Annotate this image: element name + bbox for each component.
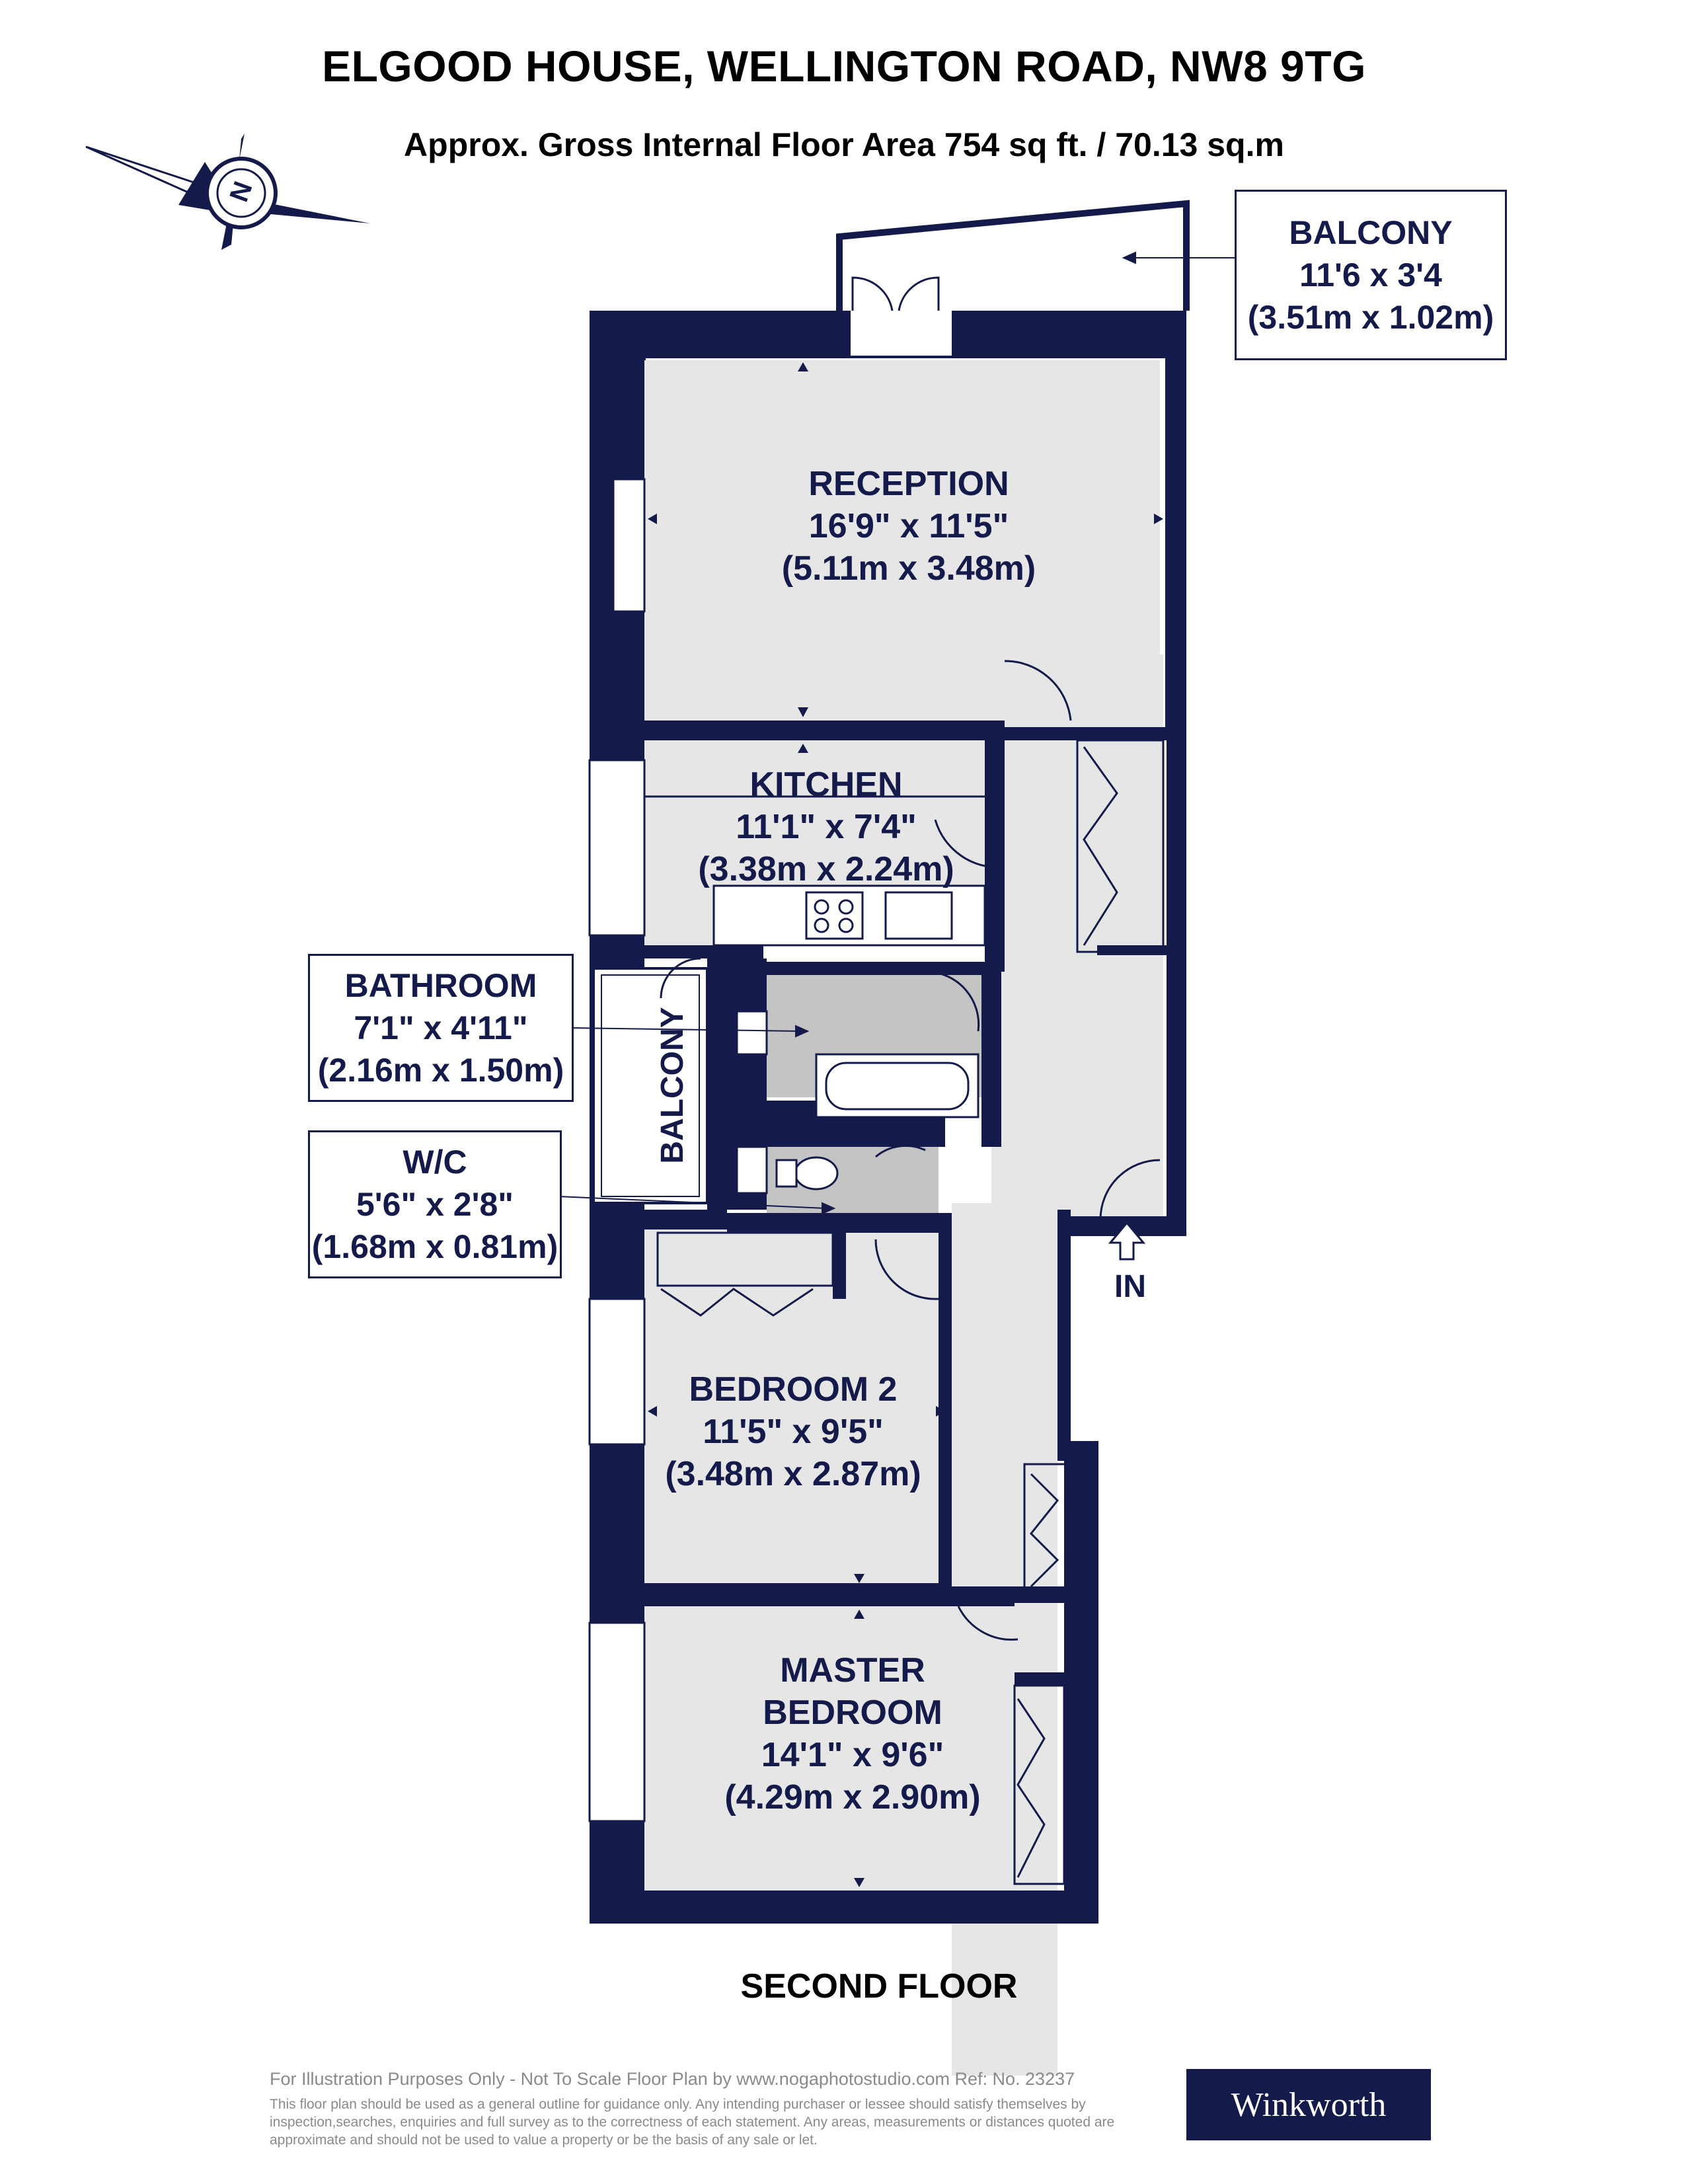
bathroom-metric: (2.16m x 1.50m)	[317, 1052, 564, 1089]
page-title: ELGOOD HOUSE, WELLINGTON ROAD, NW8 9TG	[322, 42, 1366, 91]
footer-credit: For Illustration Purposes Only - Not To …	[270, 2069, 1075, 2089]
side-balcony	[592, 967, 709, 1204]
kitchen-units	[644, 795, 986, 947]
kitchen-imperial: 11'1" x 7'4"	[736, 808, 917, 846]
dimension-arrows	[648, 362, 1163, 1887]
balcony-imperial: 11'6 x 3'4	[1299, 256, 1442, 293]
room-master-bedroom: MASTER BEDROOM 14'1" x 9'6" (4.29m x 2.9…	[707, 1649, 998, 1818]
floor-name: SECOND FLOOR	[740, 1967, 1018, 2006]
floor-area-subtitle: Approx. Gross Internal Floor Area 754 sq…	[404, 126, 1284, 163]
wc-metric: (1.68m x 0.81m)	[311, 1228, 558, 1265]
callout-balcony: BALCONY 11'6 x 3'4 (3.51m x 1.02m)	[1235, 190, 1507, 360]
callout-leaders	[558, 251, 1235, 1215]
room-reception: RECEPTION 16'9" x 11'5" (5.11m x 3.48m)	[720, 463, 1097, 590]
master-imperial: 14'1" x 9'6"	[761, 1736, 944, 1774]
bathroom-name: BATHROOM	[344, 967, 537, 1004]
balcony-name: BALCONY	[1289, 214, 1453, 251]
reception-imperial: 16'9" x 11'5"	[808, 507, 1009, 545]
balcony-metric: (3.51m x 1.02m)	[1247, 299, 1494, 336]
entrance-arrow-icon	[1108, 1221, 1146, 1261]
compass-icon	[85, 134, 370, 250]
entrance-label: IN	[1114, 1269, 1146, 1304]
callout-bathroom: BATHROOM 7'1" x 4'11" (2.16m x 1.50m)	[308, 954, 574, 1102]
callout-wc: W/C 5'6" x 2'8" (1.68m x 0.81m)	[308, 1130, 562, 1278]
bathroom-imperial: 7'1" x 4'11"	[354, 1009, 528, 1046]
bedroom2-metric: (3.48m x 2.87m)	[665, 1455, 921, 1493]
master-name-line1: MASTER	[780, 1651, 925, 1690]
kitchen-metric: (3.38m x 2.24m)	[698, 850, 954, 888]
footer-disclaimer: This floor plan should be used as a gene…	[270, 2097, 1115, 2148]
doors	[660, 276, 1161, 1641]
windows-left	[588, 478, 646, 1822]
bedroom2-imperial: 11'5" x 9'5"	[703, 1413, 884, 1451]
bath-and-toilet	[736, 1010, 979, 1194]
side-balcony-label: BALCONY	[655, 1007, 690, 1164]
wc-name: W/C	[403, 1144, 467, 1181]
wardrobes	[656, 739, 1165, 1885]
kitchen-name: KITCHEN	[749, 765, 903, 804]
reception-name: RECEPTION	[808, 465, 1009, 503]
room-kitchen: KITCHEN 11'1" x 7'4" (3.38m x 2.24m)	[681, 763, 972, 890]
room-bedroom-2: BEDROOM 2 11'5" x 9'5" (3.48m x 2.87m)	[654, 1368, 932, 1495]
master-metric: (4.29m x 2.90m)	[724, 1778, 981, 1816]
master-name-line2: BEDROOM	[763, 1694, 942, 1732]
wc-imperial: 5'6" x 2'8"	[356, 1186, 514, 1223]
bedroom2-name: BEDROOM 2	[689, 1370, 898, 1409]
reception-metric: (5.11m x 3.48m)	[781, 549, 1036, 588]
winkworth-logo: Winkworth	[1186, 2069, 1431, 2140]
